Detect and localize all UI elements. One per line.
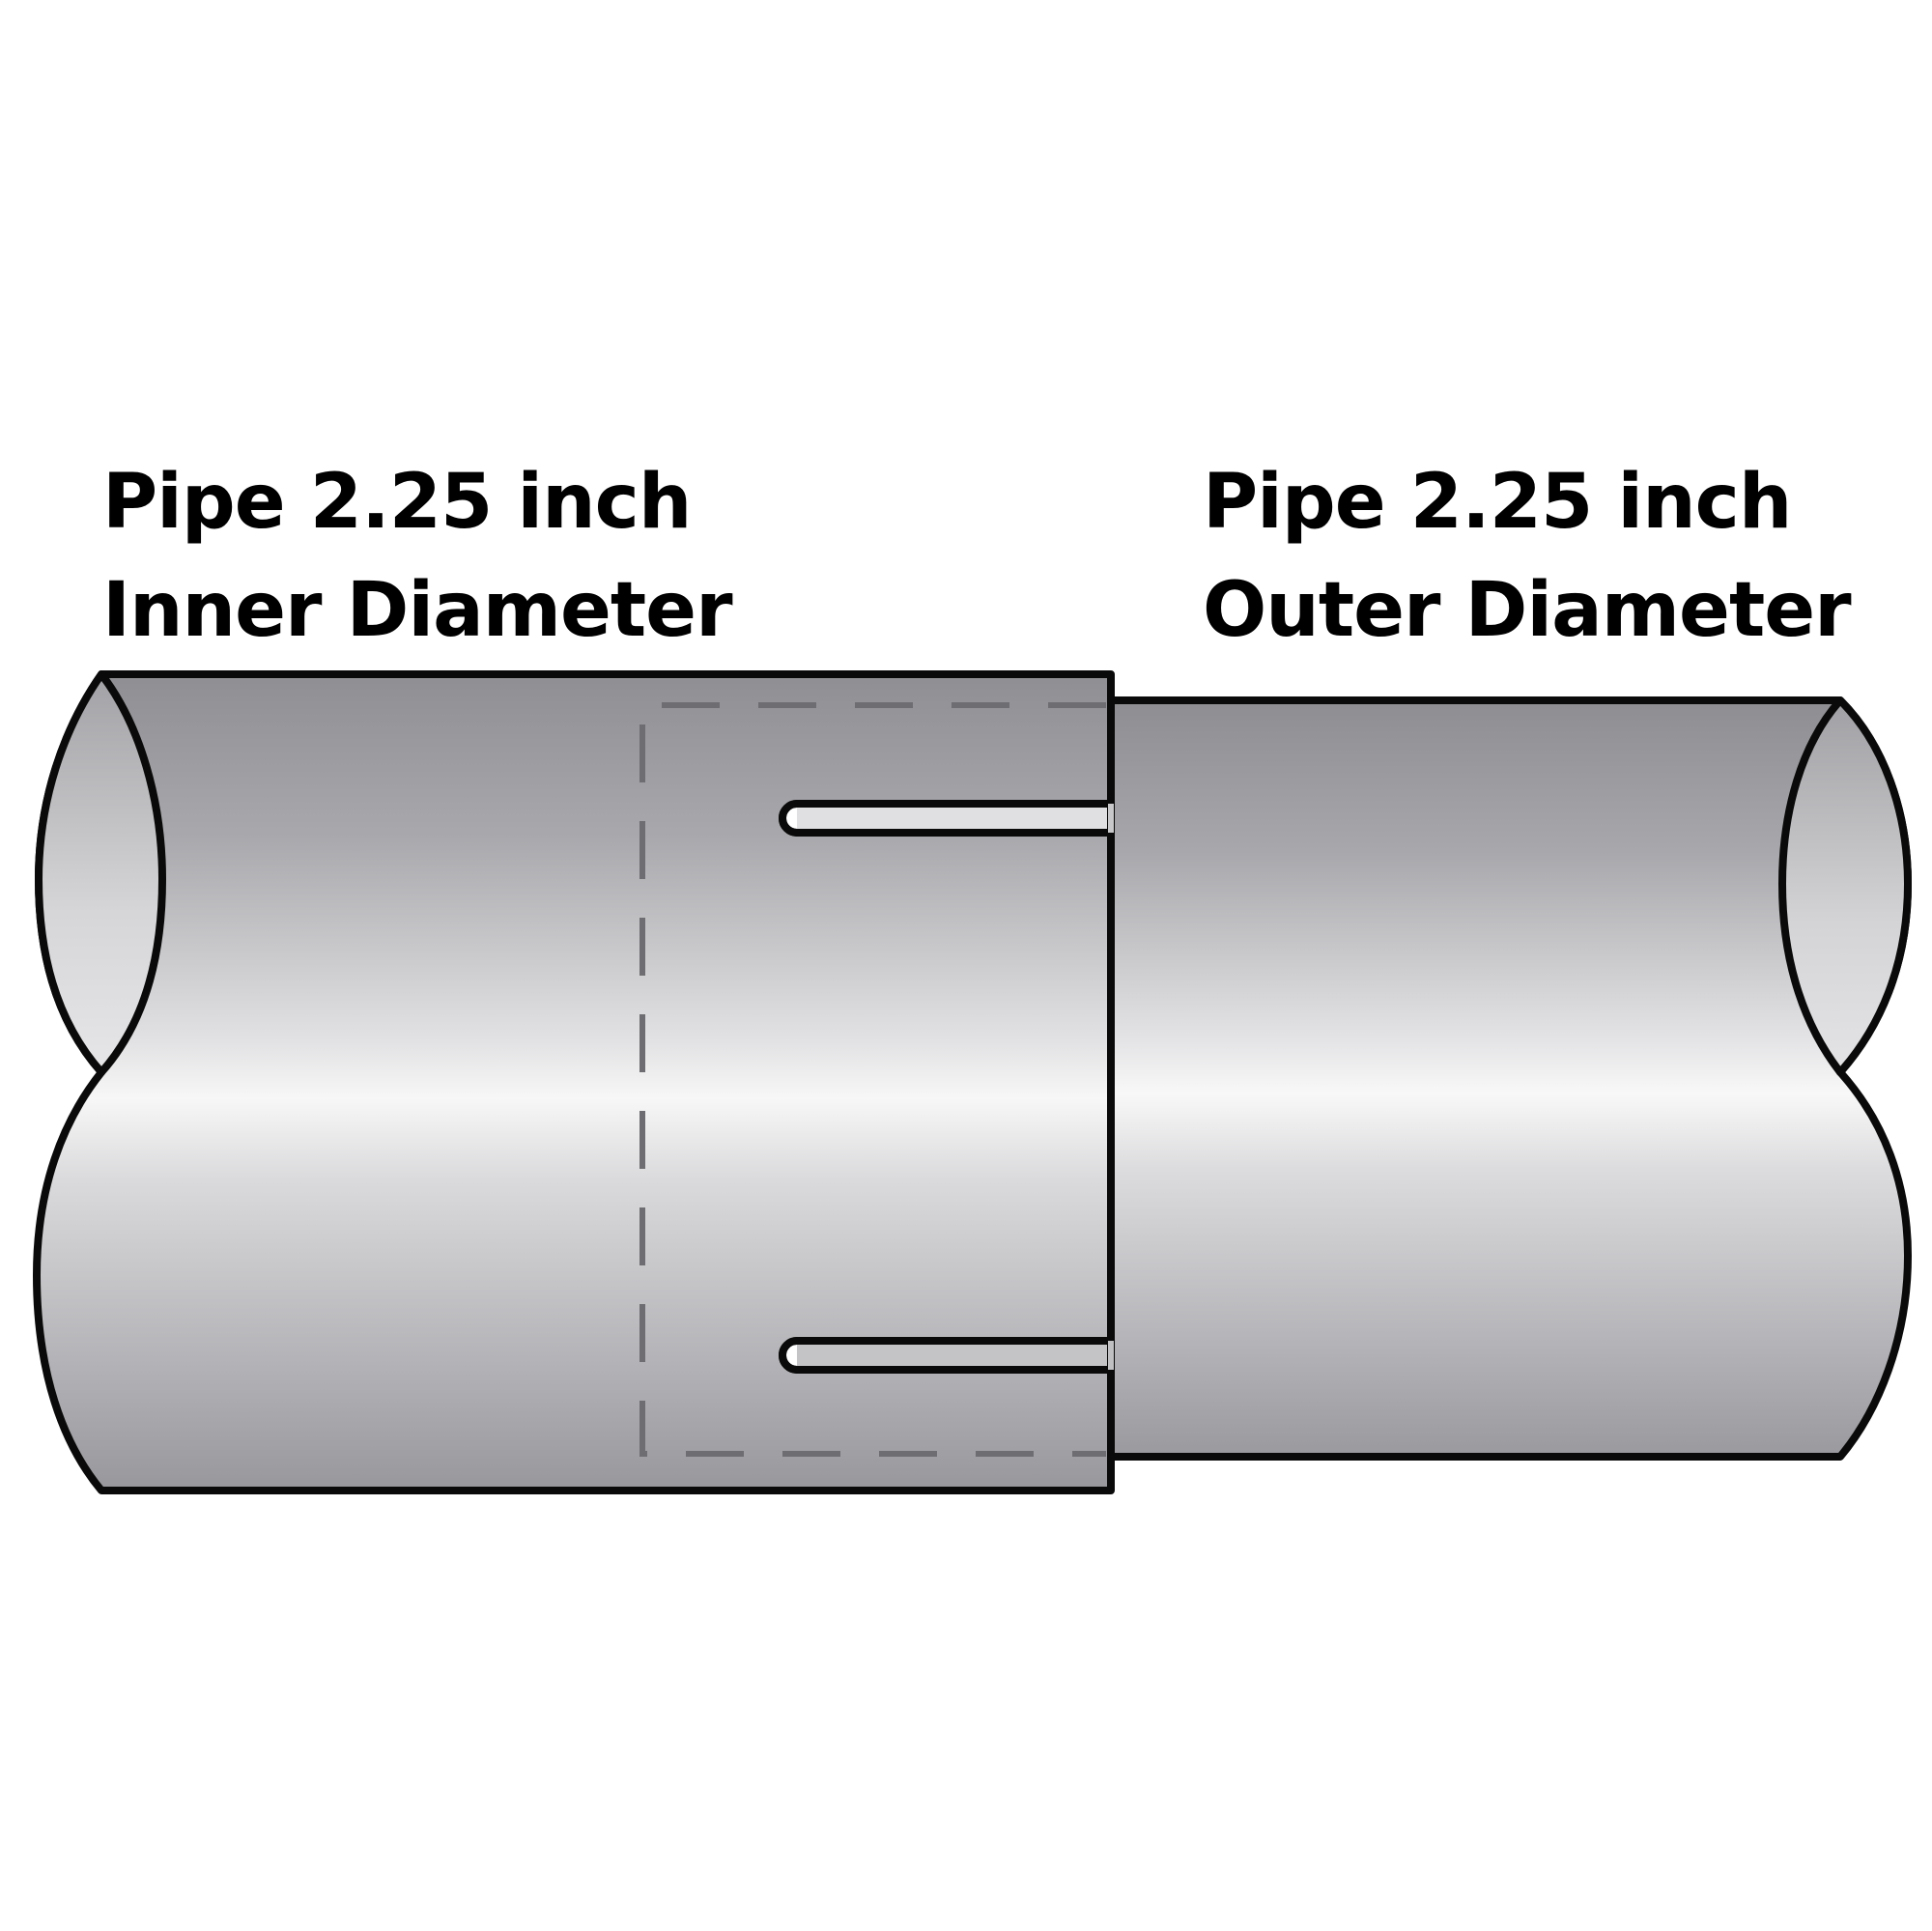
hidden-insertion-outline: [639, 702, 1106, 1457]
left-pipe-opening: [35, 670, 166, 1076]
right-pipe-opening: [1778, 696, 1912, 1076]
dashed-outline-icon: [639, 702, 1106, 1457]
left-pipe-label: Pipe 2.25 inch Inner Diameter: [102, 448, 733, 665]
lower-slot: [797, 1345, 1107, 1366]
upper-slot: [797, 808, 1107, 829]
right-pipe-label-line2: Outer Diameter: [1203, 567, 1852, 654]
left-pipe-label-line1: Pipe 2.25 inch: [102, 459, 692, 546]
left-pipe-label-line2: Inner Diameter: [102, 567, 733, 654]
right-pipe: [1107, 696, 1912, 1461]
right-pipe-label-line1: Pipe 2.25 inch: [1203, 459, 1792, 546]
sleeve-slots: [779, 800, 1114, 1374]
right-pipe-label: Pipe 2.25 inch Outer Diameter: [1203, 448, 1852, 665]
left-pipe: [33, 670, 1115, 1494]
